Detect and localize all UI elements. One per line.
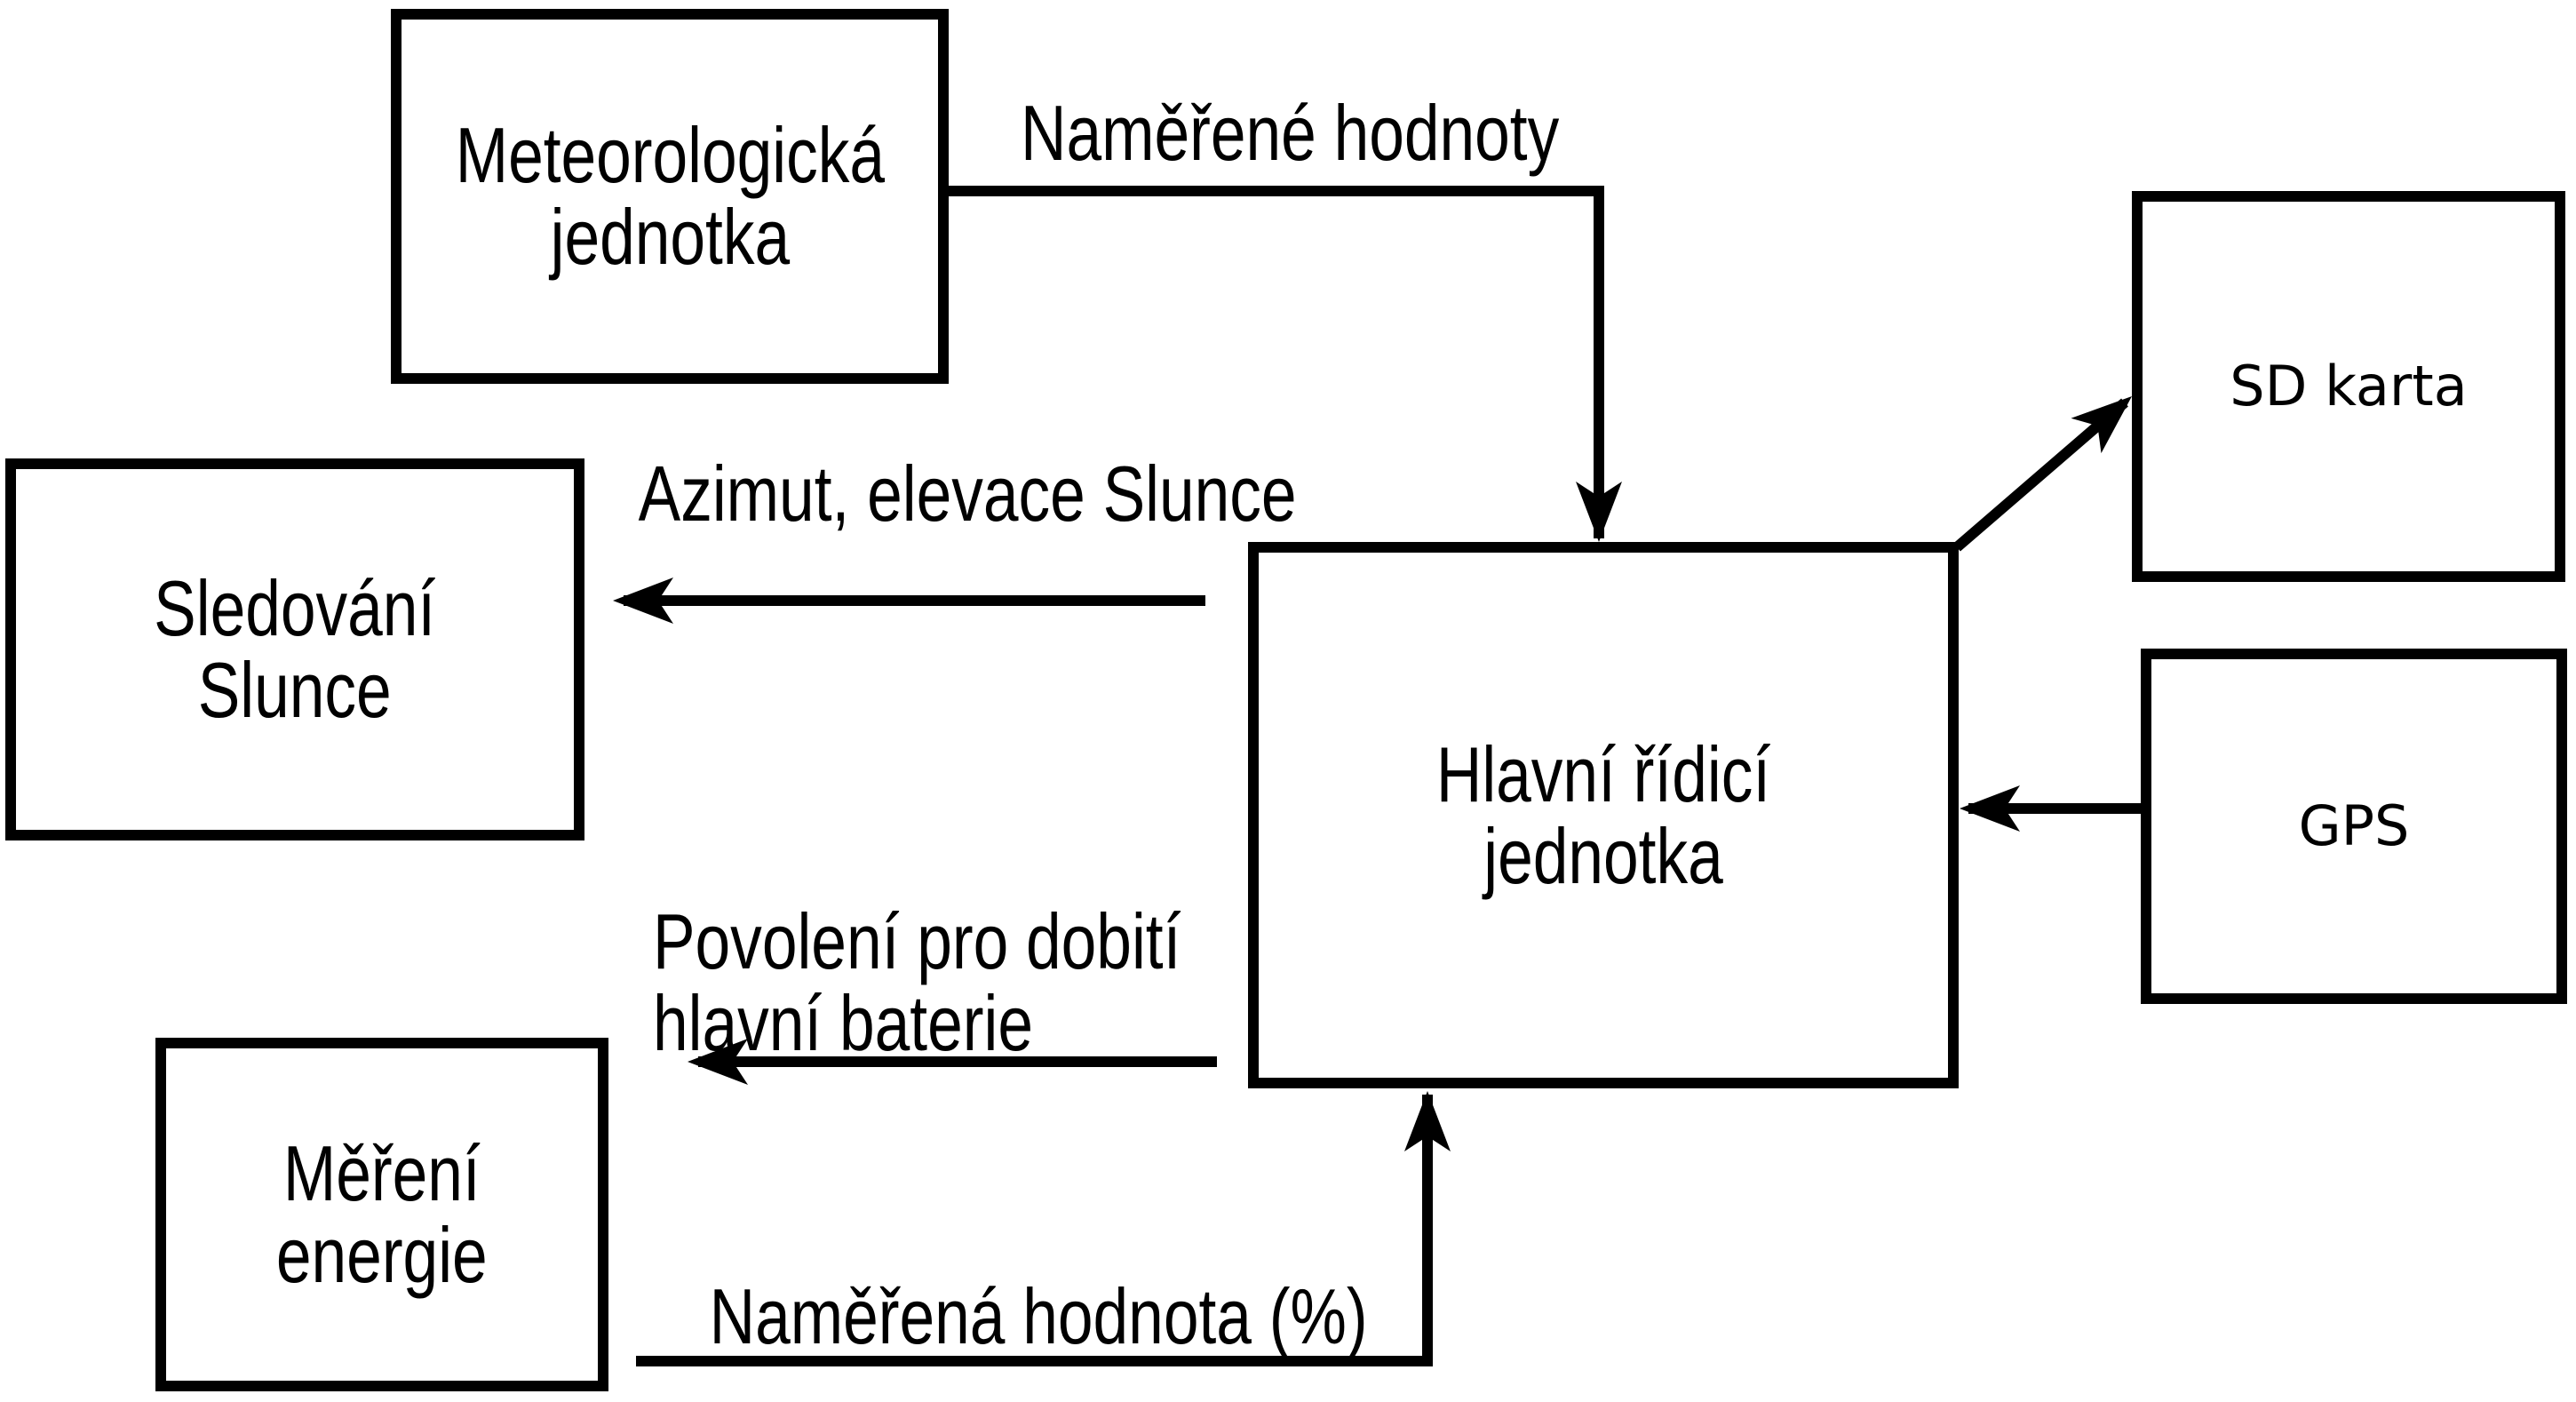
node-gps: GPS	[2141, 649, 2567, 1004]
arrowhead-icon	[613, 578, 673, 624]
edge-label-text: Povolení pro dobití hlavní baterie	[652, 897, 1181, 1067]
edge-label-namerena-hodnota: Naměřená hodnota (%)	[616, 1260, 1445, 1374]
arrowhead-icon	[2071, 396, 2132, 454]
edge-label-namerene-hodnoty: Naměřené hodnoty	[942, 76, 1622, 190]
edge-gps-to-hlavni-ridici-jednotka-arrow	[1960, 785, 2141, 832]
edge-label-text: Azimut, elevace Slunce	[638, 450, 1297, 538]
node-label-sledovani-slunce: Sledování Slunce	[154, 564, 436, 734]
node-label-gps: GPS	[2298, 793, 2410, 858]
arrowhead-icon	[1576, 482, 1622, 542]
edge-hlavni-ridici-jednotka-to-sledovani-slunce-arrow	[613, 578, 1205, 624]
edge-label-povoleni-pro-dobiti: Povolení pro dobití hlavní baterie	[637, 885, 1305, 1080]
node-label-mereni-energie: Měření energie	[276, 1129, 488, 1299]
arrowhead-icon	[1404, 1091, 1451, 1151]
edge-label-text: Naměřené hodnoty	[1020, 89, 1560, 177]
node-label-sd-karta: SD karta	[2230, 354, 2468, 418]
edge-hlavni-ridici-jednotka-to-sd-karta-arrow	[1953, 396, 2132, 552]
arrowhead-icon	[1960, 785, 2020, 832]
edge-label-azimut-elevace-slunce: Azimut, elevace Slunce	[545, 437, 1373, 551]
node-sd-karta: SD karta	[2132, 191, 2565, 582]
node-label-meteorologicka-jednotka: Meteorologická jednotka	[455, 111, 885, 281]
node-mereni-energie: Měření energie	[155, 1038, 608, 1391]
node-meteorologicka-jednotka: Meteorologická jednotka	[391, 9, 949, 384]
node-hlavni-ridici-jednotka: Hlavní řídicí jednotka	[1248, 542, 1959, 1088]
edge-label-text: Naměřená hodnota (%)	[709, 1272, 1368, 1360]
node-label-hlavni-ridici-jednotka: Hlavní řídicí jednotka	[1435, 729, 1771, 900]
node-sledovani-slunce: Sledování Slunce	[5, 458, 584, 840]
